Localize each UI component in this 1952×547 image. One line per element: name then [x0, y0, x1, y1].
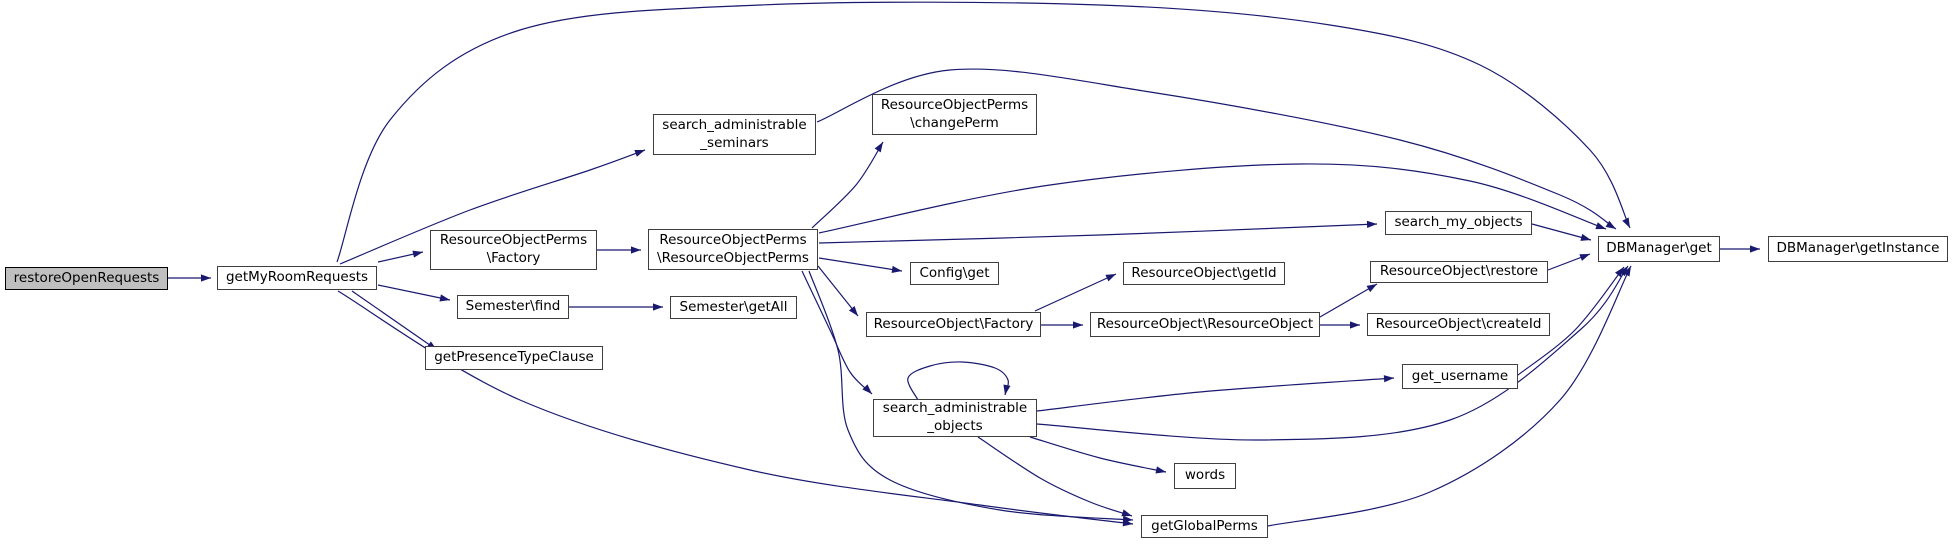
- edge-getMyRoomRequests-to-DBManager_get: [336, 1, 1631, 263]
- edge-getMyRoomRequests-to-Semester_find: [377, 284, 451, 301]
- arrowhead-getMyRoomRequests-to-search_administrable_seminars: [634, 150, 645, 157]
- node-ResourceObject_Factory[interactable]: ResourceObject\Factory: [866, 312, 1041, 337]
- edge-get_username-to-DBManager_get: [1517, 266, 1625, 376]
- edge-getGlobalPerms-to-DBManager_get: [1267, 265, 1632, 527]
- arrowhead-ResourceObject_Factory-to-ResourceObject_ResourceObject: [1073, 321, 1083, 329]
- arrowhead-ResourceObject_ResourceObject-to-ResourceObject_createId: [1350, 321, 1360, 329]
- node-ResourceObjectPerms_Factory[interactable]: ResourceObjectPerms \Factory: [430, 230, 597, 270]
- arrowhead-ResourceObject_Factory-to-ResourceObject_getId: [1105, 274, 1116, 282]
- node-restoreOpenRequests[interactable]: restoreOpenRequests: [5, 267, 168, 290]
- edge-search_administrable_objects-to-words: [1029, 436, 1167, 473]
- arrowhead-ResourceObjectPerms_ResourceObjectPerms-to-ResourceObjectPerms_changePerm: [874, 142, 883, 153]
- arrowhead-ResourceObjectPerms_ResourceObjectPerms-to-DBManager_get: [1595, 222, 1606, 230]
- edge-ResourceObjectPerms_ResourceObjectPerms-to-search_my_objects: [818, 223, 1378, 244]
- arrowhead-getMyRoomRequests-to-Semester_find: [439, 294, 450, 302]
- arrowhead-search_administrable_objects-to-words: [1155, 466, 1166, 474]
- node-Semester_getAll[interactable]: Semester\getAll: [670, 296, 797, 319]
- arrowhead-search_administrable_seminars-to-DBManager_get: [1605, 220, 1616, 229]
- arrowhead-getMyRoomRequests-to-DBManager_get: [1622, 217, 1630, 228]
- edge-search_administrable_objects-to-search_administrable_objects: [907, 361, 1009, 401]
- arrowhead-ResourceObjectPerms_ResourceObjectPerms-to-getGlobalPerms: [1122, 515, 1133, 523]
- arrowhead-getGlobalPerms-to-DBManager_get: [1623, 266, 1631, 277]
- arrowhead-search_administrable_objects-to-getGlobalPerms: [1121, 509, 1132, 517]
- edge-ResourceObject_ResourceObject-to-ResourceObject_restore: [1319, 283, 1378, 318]
- node-DBManager_getInstance[interactable]: DBManager\getInstance: [1768, 236, 1948, 262]
- arrowhead-ResourceObjectPerms_ResourceObjectPerms-to-search_my_objects: [1366, 220, 1377, 228]
- node-getMyRoomRequests[interactable]: getMyRoomRequests: [217, 266, 377, 290]
- node-ResourceObject_restore[interactable]: ResourceObject\restore: [1370, 261, 1548, 283]
- edge-ResourceObjectPerms_ResourceObjectPerms-to-ResourceObjectPerms_changePerm: [811, 141, 884, 229]
- arrowhead-search_administrable_objects-to-DBManager_get: [1619, 266, 1628, 277]
- arrowhead-search_my_objects-to-DBManager_get: [1580, 233, 1591, 241]
- edge-search_my_objects-to-DBManager_get: [1531, 223, 1592, 241]
- edge-getMyRoomRequests-to-getPresenceTypeClause: [351, 290, 438, 351]
- node-ResourceObjectPerms_changePerm[interactable]: ResourceObjectPerms \changePerm: [872, 94, 1037, 135]
- edge-search_administrable_objects-to-get_username: [1036, 377, 1395, 412]
- edge-ResourceObject_Factory-to-ResourceObject_getId: [1034, 273, 1117, 312]
- arrowhead-search_administrable_objects-to-search_administrable_objects: [1003, 384, 1011, 395]
- arrowhead-ResourceObjectPerms_ResourceObjectPerms-to-search_administrable_objects: [862, 384, 872, 394]
- arrowhead-ResourceObject_restore-to-DBManager_get: [1579, 254, 1590, 261]
- arrowhead-ResourceObjectPerms_ResourceObjectPerms-to-ResourceObject_Factory: [848, 305, 858, 316]
- node-DBManager_get[interactable]: DBManager\get: [1598, 236, 1720, 262]
- node-getPresenceTypeClause[interactable]: getPresenceTypeClause: [425, 346, 603, 370]
- node-Semester_find[interactable]: Semester\find: [457, 295, 569, 319]
- edge-getMyRoomRequests-to-search_administrable_seminars: [339, 149, 646, 265]
- edge-ResourceObjectPerms_ResourceObjectPerms-to-search_administrable_objects: [801, 270, 873, 395]
- node-search_administrable_seminars[interactable]: search_administrable _seminars: [653, 114, 816, 155]
- node-ResourceObject_ResourceObject[interactable]: ResourceObject\ResourceObject: [1090, 312, 1320, 337]
- node-ResourceObjectPerms_ResourceObjectPerms[interactable]: ResourceObjectPerms \ResourceObjectPerms: [648, 229, 818, 270]
- edge-search_administrable_objects-to-DBManager_get: [1036, 265, 1629, 441]
- arrowhead-restoreOpenRequests-to-getMyRoomRequests: [201, 274, 211, 282]
- node-Config_get[interactable]: Config\get: [910, 262, 999, 285]
- edge-ResourceObjectPerms_ResourceObjectPerms-to-ResourceObject_Factory: [817, 265, 859, 317]
- node-words[interactable]: words: [1174, 463, 1236, 489]
- node-getGlobalPerms[interactable]: getGlobalPerms: [1141, 515, 1268, 538]
- edge-search_administrable_seminars-to-DBManager_get: [816, 68, 1617, 230]
- edge-search_administrable_objects-to-getGlobalPerms: [977, 436, 1133, 517]
- arrowhead-getMyRoomRequests-to-ResourceObjectPerms_Factory: [412, 250, 423, 258]
- node-search_administrable_objects[interactable]: search_administrable _objects: [873, 399, 1037, 437]
- arrowhead-DBManager_get-to-DBManager_getInstance: [1750, 245, 1760, 253]
- node-ResourceObject_getId[interactable]: ResourceObject\getId: [1123, 262, 1285, 285]
- arrowhead-search_administrable_objects-to-get_username: [1383, 375, 1394, 383]
- edge-ResourceObjectPerms_ResourceObjectPerms-to-DBManager_get: [818, 163, 1607, 234]
- node-get_username[interactable]: get_username: [1402, 364, 1518, 389]
- arrowhead-ResourceObject_ResourceObject-to-ResourceObject_restore: [1366, 284, 1377, 293]
- edge-ResourceObjectPerms_ResourceObjectPerms-to-Config_get: [818, 257, 903, 272]
- arrowhead-get_username-to-DBManager_get: [1615, 267, 1624, 278]
- arrowhead-ResourceObjectPerms_ResourceObjectPerms-to-Config_get: [891, 265, 902, 274]
- edge-ResourceObjectPerms_ResourceObjectPerms-to-getGlobalPerms: [808, 270, 1134, 521]
- node-ResourceObject_createId[interactable]: ResourceObject\createId: [1367, 313, 1550, 336]
- arrowhead-Semester_find-to-Semester_getAll: [653, 303, 663, 311]
- arrowhead-ResourceObjectPerms_Factory-to-ResourceObjectPerms_ResourceObjectPerms: [631, 246, 641, 254]
- node-search_my_objects[interactable]: search_my_objects: [1385, 211, 1532, 235]
